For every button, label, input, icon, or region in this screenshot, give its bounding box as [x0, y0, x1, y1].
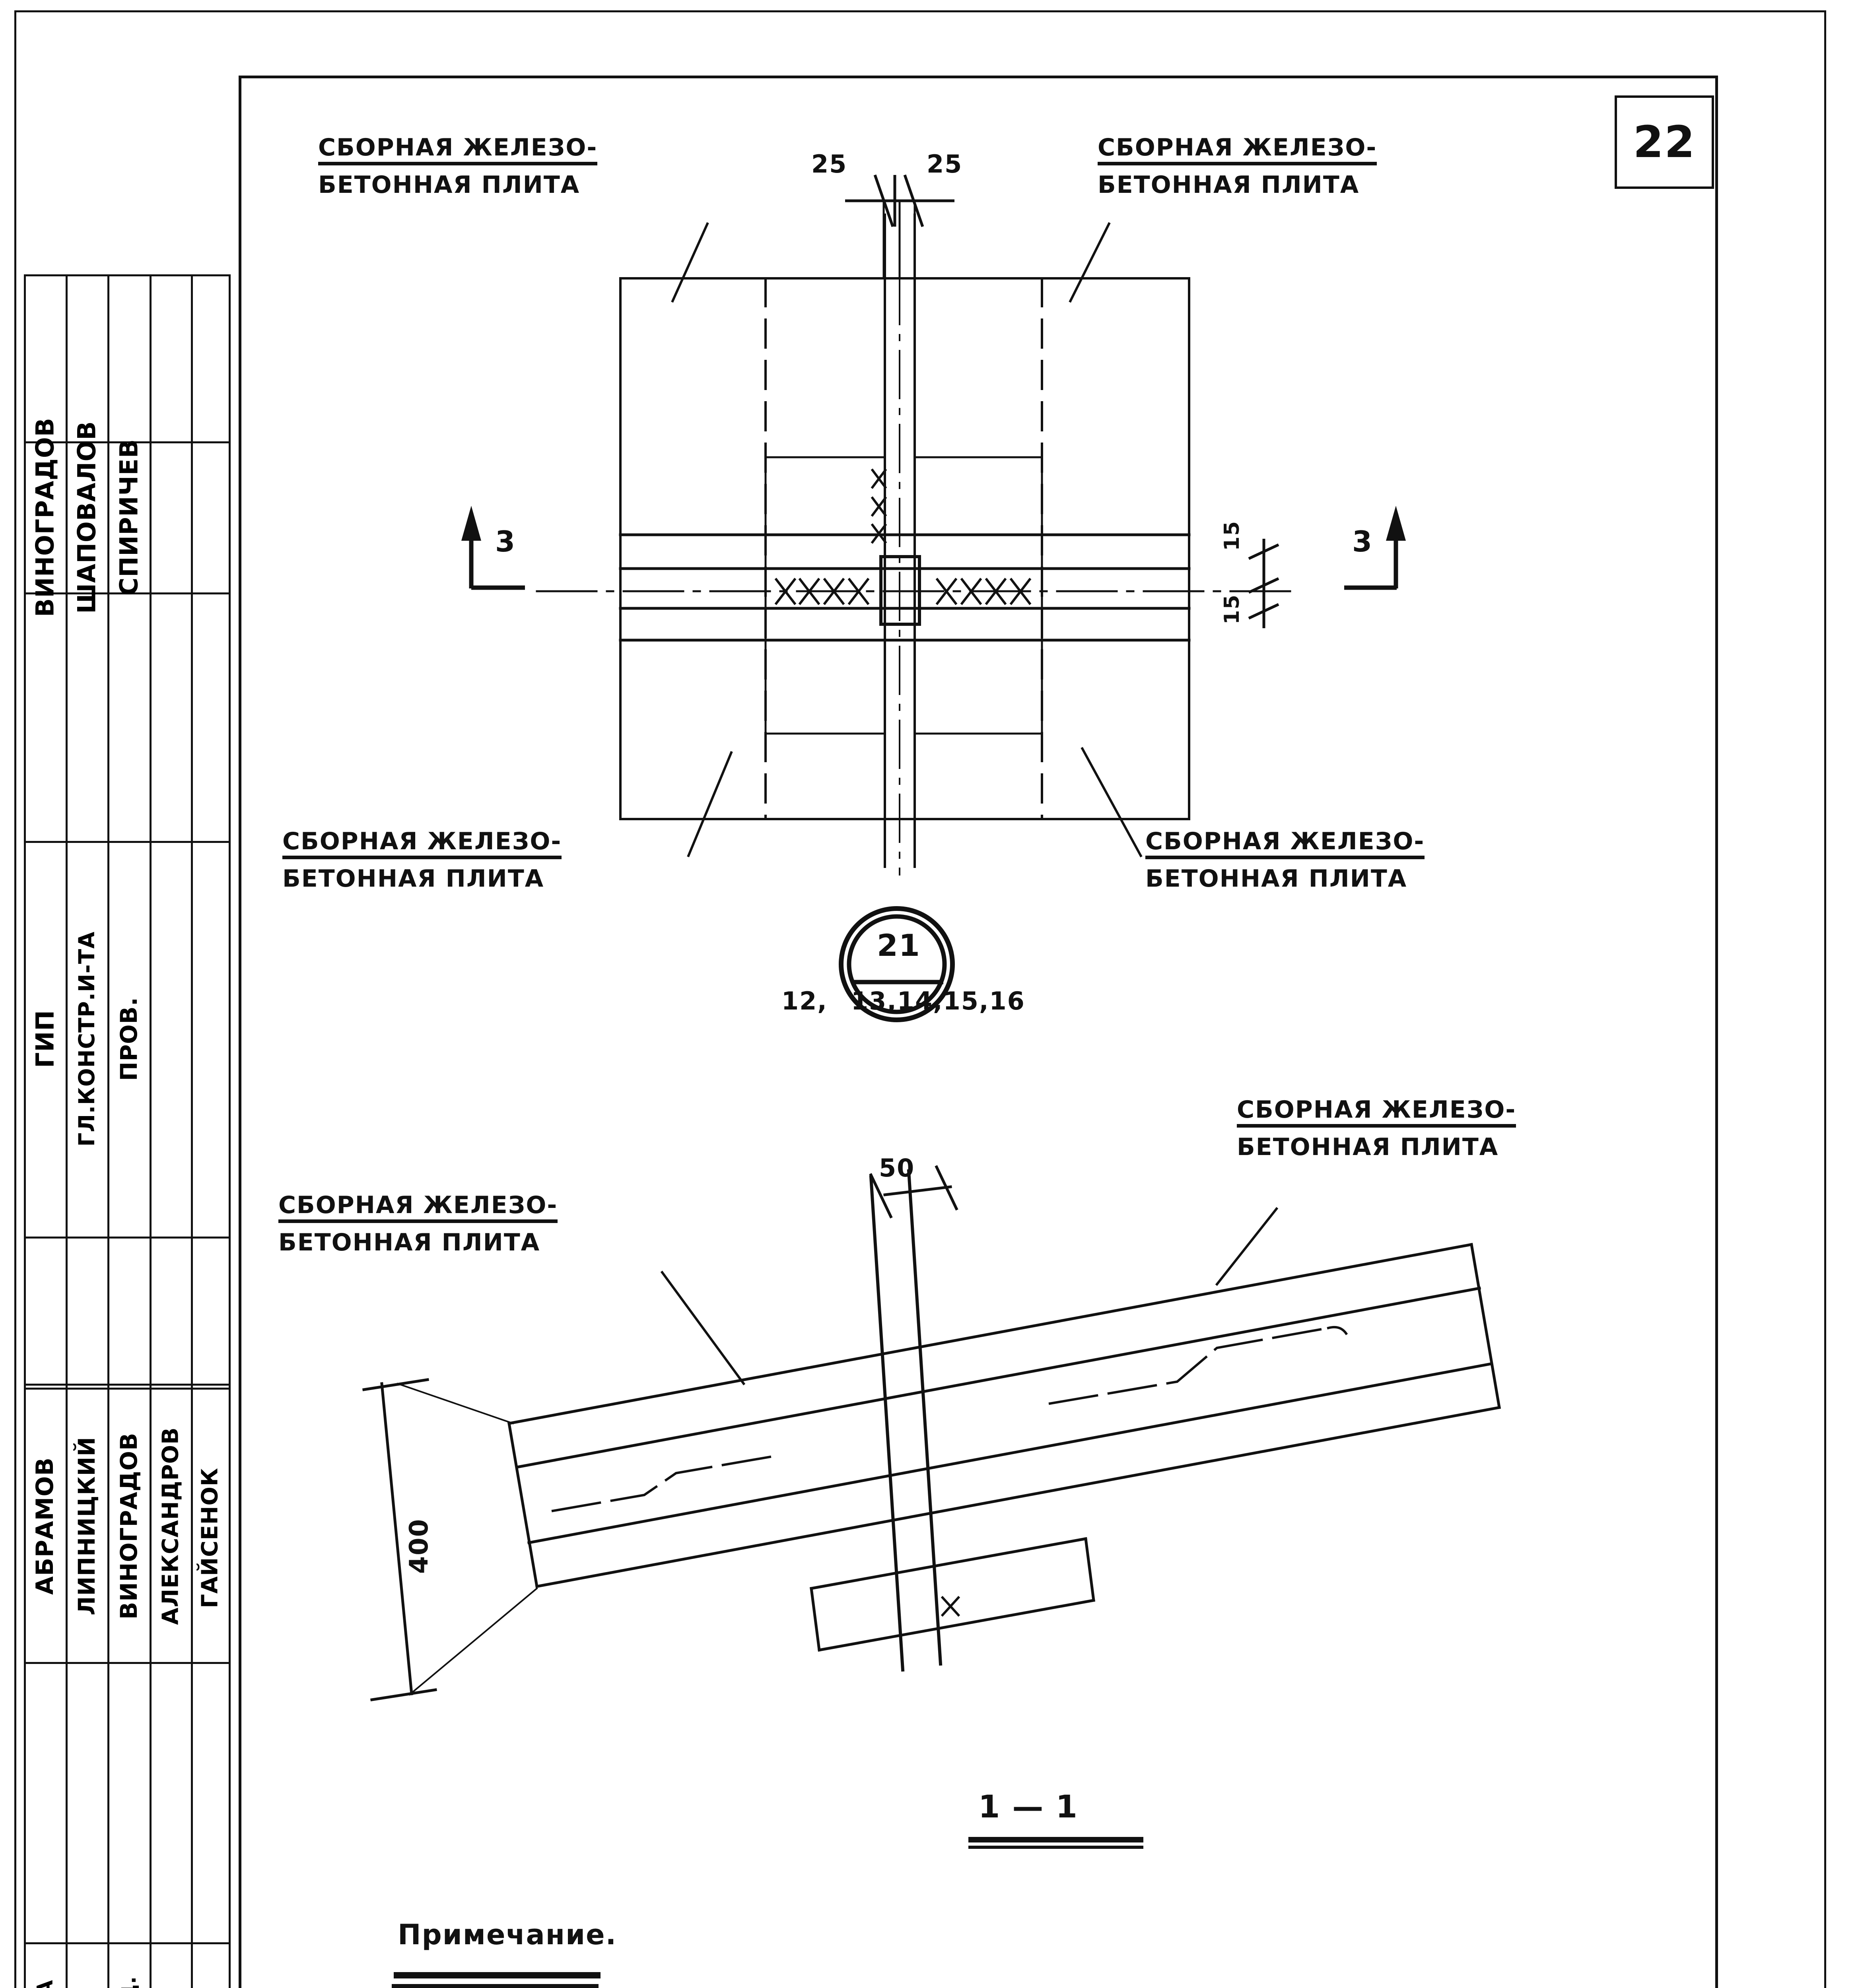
dimension-15-upper: 15 — [1220, 520, 1244, 551]
label-precast-slab-section-left: СБОРНАЯ ЖЕЛЕЗО- БЕТОННАЯ ПЛИТА — [278, 1193, 558, 1255]
label-line: БЕТОННАЯ ПЛИТА — [278, 1229, 540, 1256]
label-line: СБОРНАЯ ЖЕЛЕЗО- — [282, 829, 562, 859]
role-cell: ГЛ.КОНСТР.И-ТА — [66, 843, 107, 1235]
note-heading-underline-2 — [392, 1984, 599, 1988]
label-line: СБОРНАЯ ЖЕЛЕЗО- — [318, 135, 598, 165]
detail-callout-refs-right: 13,14,15,16 — [851, 986, 1025, 1015]
section-mark-label-left: 3 — [495, 525, 516, 558]
signature-name: ГАЙСЕНОК — [197, 1467, 223, 1608]
signature-name: АЛЕКСАНДРОВ — [157, 1427, 183, 1625]
signature-name-cell: ШАПОВАЛОВ — [66, 421, 107, 614]
role-cell: ПРОВ. — [108, 843, 150, 1235]
label-line: БЕТОННАЯ ПЛИТА — [1145, 865, 1407, 893]
signature-name-cell: ВИНОГРАДОВ — [108, 1392, 150, 1660]
label-line: СБОРНАЯ ЖЕЛЕЗО- — [278, 1193, 558, 1223]
label-precast-slab-bottom-right: СБОРНАЯ ЖЕЛЕЗО- БЕТОННАЯ ПЛИТА — [1145, 829, 1425, 891]
label-line: СБОРНАЯ ЖЕЛЕЗО- — [1237, 1097, 1516, 1128]
signature-name: ЛИПНИЦКИЙ — [73, 1436, 100, 1615]
label-precast-slab-top-left: СБОРНАЯ ЖЕЛЕЗО- БЕТОННАЯ ПЛИТА — [318, 135, 598, 199]
signature-name-cell: АБРАМОВ — [24, 1392, 66, 1660]
note-heading: Примечание. — [398, 1920, 617, 1950]
section-title-underline — [968, 1837, 1143, 1842]
signature-name-cell: ГАЙСЕНОК — [191, 1415, 229, 1660]
label-line: БЕТОННАЯ ПЛИТА — [282, 865, 544, 893]
role-cell: ГИП — [24, 843, 66, 1235]
signature-name-cell: АЛЕКСАНДРОВ — [150, 1392, 191, 1660]
label-line: СБОРНАЯ ЖЕЛЕЗО- — [1145, 829, 1425, 859]
institute-name-block: ГПИ Ленинградский Промстройпроект г.Лени… — [24, 1940, 231, 1988]
signature-name: АБРАМОВ — [31, 1457, 59, 1595]
label-line: БЕТОННАЯ ПЛИТА — [1237, 1133, 1499, 1161]
section-title-underline-2 — [968, 1846, 1143, 1849]
label-line: БЕТОННАЯ ПЛИТА — [1098, 171, 1360, 199]
section-title-1-1: 1 — 1 — [978, 1791, 1078, 1824]
signature-name-cell: СПИРИЧЕВ — [108, 439, 150, 596]
dimension-25-right: 25 — [927, 149, 963, 179]
dimension-50: 50 — [879, 1153, 915, 1182]
label-line: СБОРНАЯ ЖЕЛЕЗО- — [1098, 135, 1377, 165]
section-mark-label-right: 3 — [1352, 525, 1373, 558]
role-label: ПРОВ. — [115, 996, 142, 1081]
detail-callout-number: 21 — [877, 928, 921, 963]
drawing-sheet-border — [14, 10, 1826, 1988]
detail-callout-refs-left: 12, — [781, 986, 828, 1015]
role-label: ГЛ.КОНСТР.И-ТА — [74, 931, 99, 1147]
drawing-frame — [239, 76, 1718, 1988]
dimension-25-left: 25 — [811, 149, 847, 179]
left-signature-table: ВИНОГРАДОВ ШАПОВАЛОВ СПИРИЧЕВ ГИП ГЛ.КОН… — [24, 274, 231, 1988]
signature-name: ВИНОГРАДОВ — [115, 1432, 142, 1619]
note-heading-text: Примечание. — [398, 1918, 617, 1951]
dimension-400: 400 — [404, 1518, 434, 1574]
role-label: ГИП — [30, 1010, 59, 1068]
dimension-15-lower: 15 — [1220, 594, 1244, 625]
section-title-text: 1 — 1 — [978, 1789, 1078, 1825]
label-precast-slab-bottom-left: СБОРНАЯ ЖЕЛЕЗО- БЕТОННАЯ ПЛИТА — [282, 829, 562, 891]
page-number: 22 — [1633, 116, 1696, 167]
signature-name: СПИРИЧЕВ — [114, 439, 143, 596]
signature-name-cell: ЛИПНИЦКИЙ — [66, 1392, 107, 1660]
signature-name: ВИНОГРАДОВ — [30, 417, 59, 617]
page-number-box: 22 — [1615, 95, 1714, 189]
label-line: БЕТОННАЯ ПЛИТА — [318, 171, 580, 199]
note-heading-underline — [394, 1972, 601, 1978]
label-precast-slab-top-right: СБОРНАЯ ЖЕЛЕЗО- БЕТОННАЯ ПЛИТА — [1098, 135, 1377, 198]
signature-name-cell: ВИНОГРАДОВ — [24, 417, 66, 617]
label-precast-slab-section-right: СБОРНАЯ ЖЕЛЕЗО- БЕТОННАЯ ПЛИТА — [1237, 1097, 1516, 1160]
signature-name: ШАПОВАЛОВ — [72, 421, 101, 614]
